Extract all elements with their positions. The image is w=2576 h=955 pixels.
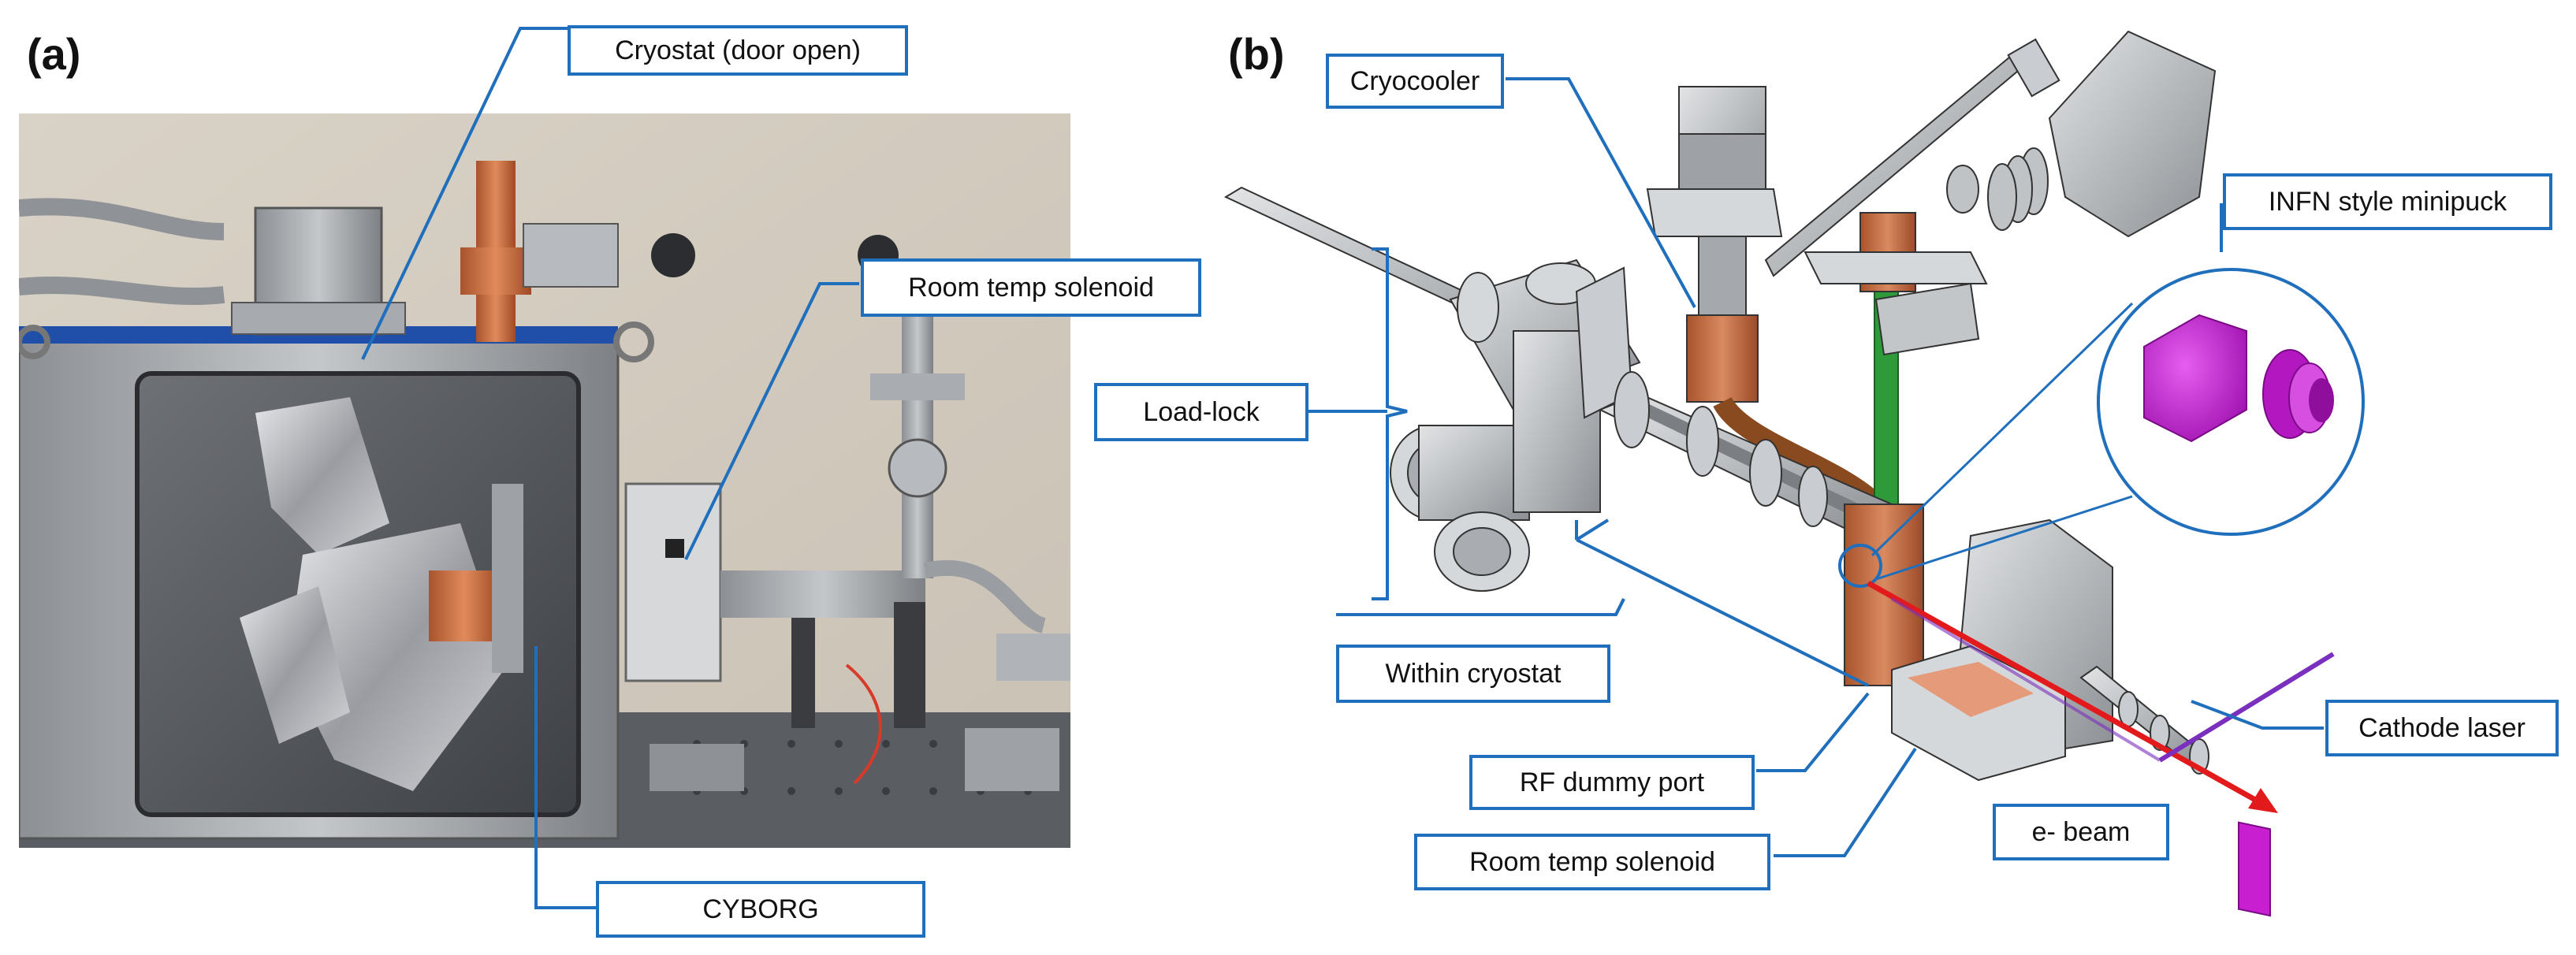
label-rf-dummy-port: RF dummy port bbox=[1469, 755, 1755, 810]
label-room-temp-solenoid-b: Room temp solenoid bbox=[1414, 834, 1770, 890]
label-cyborg: CYBORG bbox=[596, 881, 925, 938]
label-cryostat-door-open: Cryostat (door open) bbox=[568, 25, 908, 76]
label-load-lock: Load-lock bbox=[1094, 383, 1308, 441]
label-within-cryostat: Within cryostat bbox=[1336, 645, 1610, 703]
panel-b-letter: (b) bbox=[1228, 29, 1285, 79]
label-infn-minipuck: INFN style minipuck bbox=[2223, 173, 2552, 230]
panel-a-letter: (a) bbox=[27, 29, 81, 79]
photo-cryostat-setup bbox=[19, 113, 1070, 848]
label-cryocooler: Cryocooler bbox=[1326, 54, 1504, 109]
label-cathode-laser: Cathode laser bbox=[2325, 700, 2559, 756]
minipuck-render bbox=[2143, 314, 2334, 917]
label-room-temp-solenoid-a: Room temp solenoid bbox=[861, 258, 1201, 317]
photo-illustration bbox=[19, 113, 1070, 848]
label-e-beam: e- beam bbox=[1993, 804, 2169, 860]
